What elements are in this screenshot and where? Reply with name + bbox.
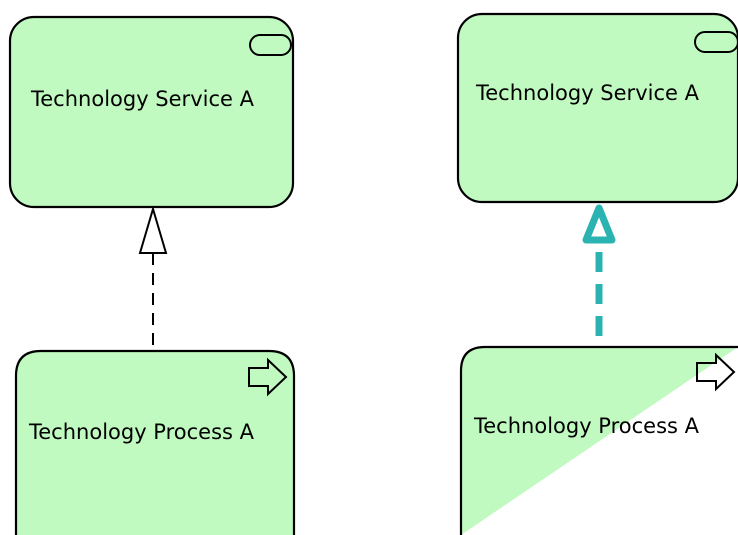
left-process-element[interactable]: Technology Process A (14, 349, 296, 535)
left-relation-hollow-triangle (138, 205, 168, 254)
left-service-box[interactable] (8, 15, 295, 209)
process-arrow-icon (248, 357, 288, 397)
left-process-box[interactable] (14, 349, 296, 535)
left-service-element[interactable]: Technology Service A (8, 15, 295, 209)
right-process-element[interactable]: Technology Process A (459, 345, 738, 535)
service-icon (694, 31, 738, 53)
right-view: Technology Service A Technology Process … (456, 12, 738, 535)
left-process-label: Technology Process A (28, 420, 255, 444)
right-realization-relation[interactable] (582, 204, 616, 348)
right-relation-hollow-triangle (582, 204, 616, 244)
right-service-label: Technology Service A (475, 81, 700, 105)
right-service-element[interactable]: Technology Service A (456, 12, 738, 204)
left-service-label: Technology Service A (30, 87, 255, 111)
right-service-box[interactable] (456, 12, 738, 204)
left-realization-relation[interactable] (138, 205, 168, 350)
service-icon (249, 34, 292, 56)
right-process-box[interactable] (459, 345, 738, 535)
process-arrow-icon (696, 352, 736, 392)
right-process-label: Technology Process A (473, 414, 700, 438)
left-view: Technology Service A Technology Process … (8, 15, 296, 535)
